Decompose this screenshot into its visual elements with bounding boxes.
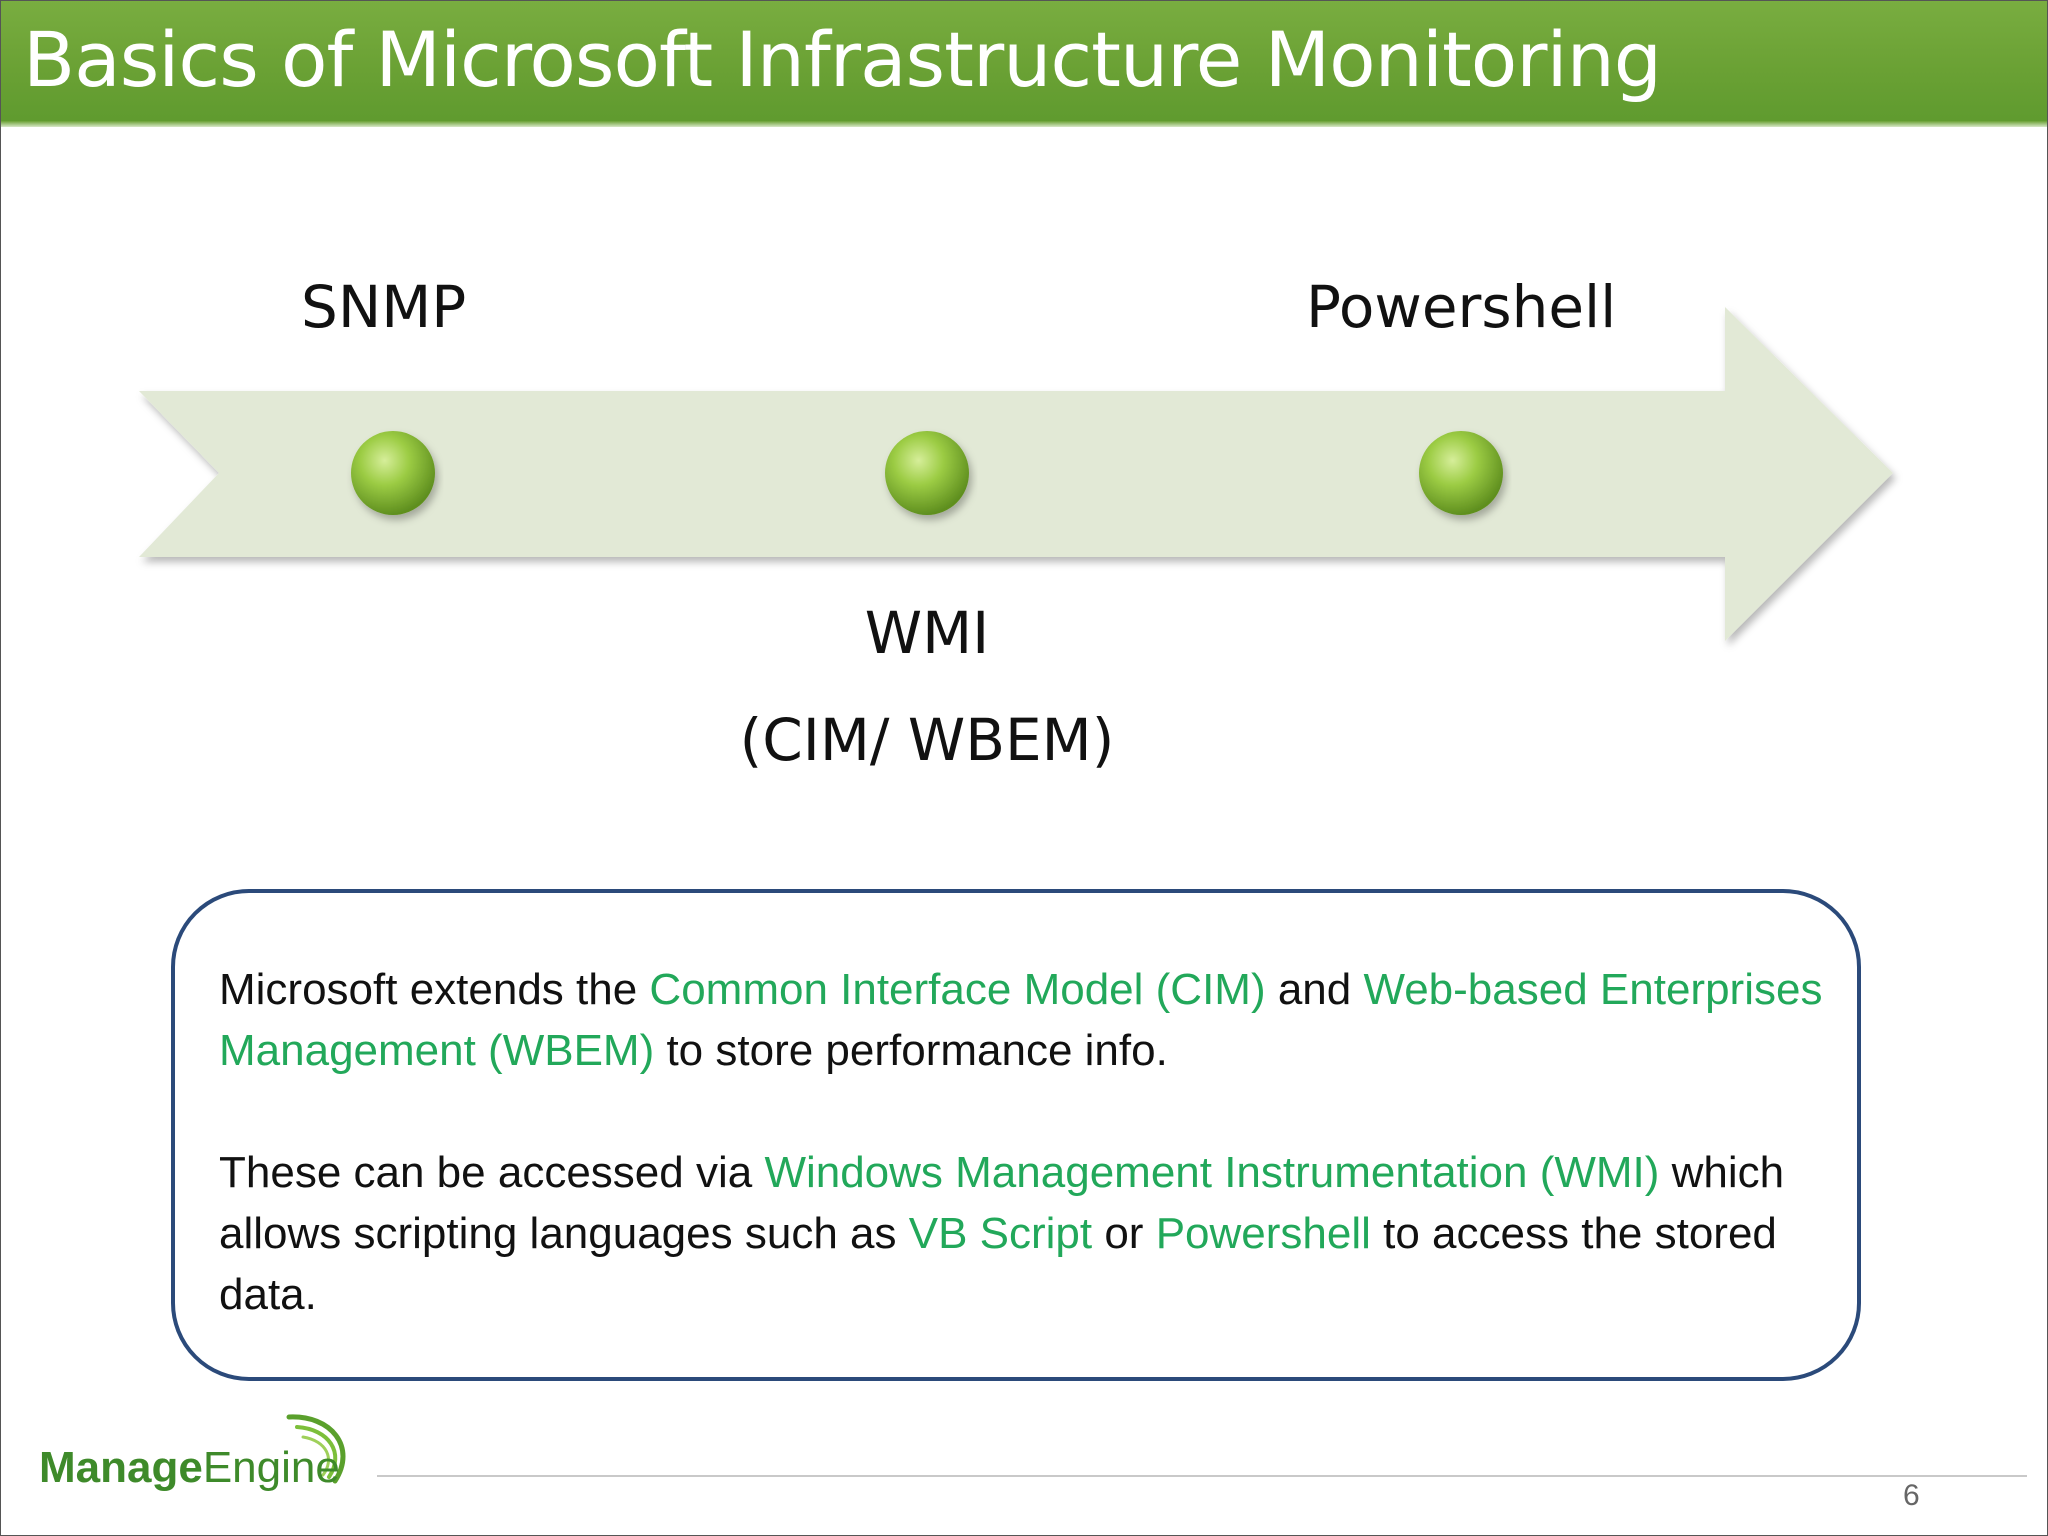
- info-p1-text-3: to store performance info.: [654, 1026, 1168, 1075]
- info-text: Microsoft extends the Common Interface M…: [219, 959, 1839, 1325]
- info-p2-text-2: which allows scripting languages such as: [219, 1148, 1785, 1258]
- timeline-marker-wmi: [885, 431, 969, 515]
- logo-swoosh-icon: [286, 1414, 346, 1484]
- info-p2-highlight-vbscript: VB Script: [908, 1209, 1093, 1258]
- timeline-label-snmp: SNMP: [301, 273, 467, 341]
- info-paragraph-1: Microsoft extends the Common Interface M…: [219, 959, 1839, 1081]
- timeline-label-powershell: Powershell: [1306, 273, 1617, 341]
- info-box: Microsoft extends the Common Interface M…: [171, 889, 1861, 1381]
- manageengine-logo: ManageEngine: [39, 1409, 369, 1499]
- info-p2-text-1: These can be accessed via: [219, 1148, 765, 1197]
- footer-divider: [377, 1475, 2027, 1477]
- info-p2-text-3: or: [1092, 1209, 1156, 1258]
- info-p1-highlight-wbem: Web-based Enterprises Management (WBEM): [219, 965, 1823, 1075]
- info-paragraph-2: These can be accessed via Windows Manage…: [219, 1142, 1839, 1325]
- logo-text-manage: Manage: [39, 1443, 203, 1492]
- info-p1-highlight-cim: Common Interface Model (CIM): [649, 965, 1266, 1014]
- timeline-marker-powershell: [1419, 431, 1503, 515]
- timeline-diagram: [139, 307, 1893, 641]
- info-p2-highlight-powershell: Powershell: [1155, 1209, 1371, 1258]
- logo-wordmark: ManageEngine: [39, 1443, 340, 1493]
- title-bar: Basics of Microsoft Infrastructure Monit…: [1, 1, 2047, 127]
- timeline-arrow: [139, 307, 1893, 641]
- page-number: 6: [1903, 1479, 1920, 1512]
- slide-title: Basics of Microsoft Infrastructure Monit…: [23, 15, 1662, 104]
- info-p2-text-4: to access the stored data.: [219, 1209, 1777, 1319]
- info-p1-text-2: and: [1265, 965, 1364, 1014]
- info-p1-text-1: Microsoft extends the: [219, 965, 650, 1014]
- info-p2-highlight-wmi: Windows Management Instrumentation (WMI): [764, 1148, 1660, 1197]
- timeline-label-cim-wbem: (CIM/ WBEM): [739, 706, 1115, 774]
- timeline-marker-snmp: [351, 431, 435, 515]
- logo-text-engine: Engine: [202, 1443, 340, 1492]
- timeline-label-wmi: WMI: [864, 599, 990, 667]
